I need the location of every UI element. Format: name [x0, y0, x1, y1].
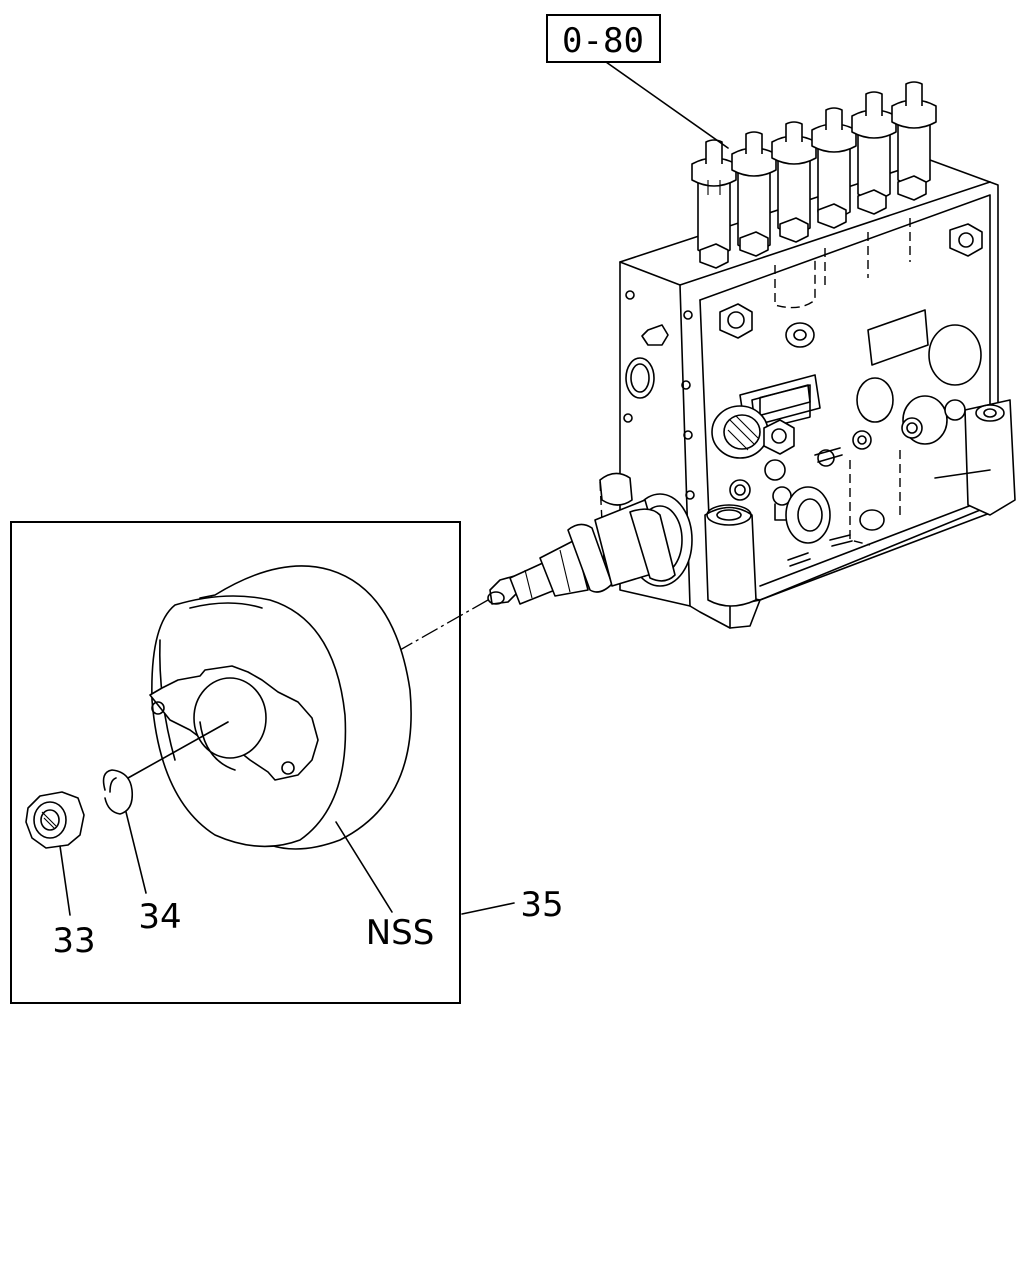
- leader-nss: [335, 821, 393, 913]
- callout-nss: NSS: [366, 913, 435, 953]
- callout-34: 34: [138, 897, 181, 937]
- nut-33: [25, 791, 85, 849]
- top-rail-bolts: [699, 175, 983, 269]
- leader-35: [461, 902, 515, 915]
- leader-33: [59, 845, 71, 916]
- reference-label: 0-80: [562, 21, 644, 61]
- delivery-valve-fittings: [691, 81, 937, 256]
- hub-leader: [127, 721, 229, 779]
- callout-35: 35: [520, 885, 563, 925]
- washer-34: [102, 769, 134, 815]
- camshaft: [487, 499, 676, 605]
- leader-34: [125, 811, 147, 894]
- callout-33: 33: [52, 921, 95, 961]
- drive-hub: [149, 565, 412, 850]
- reference-box: [546, 14, 661, 63]
- leader-0-80: [605, 61, 729, 149]
- centerline: [399, 599, 489, 651]
- detail-frame: [10, 521, 461, 1004]
